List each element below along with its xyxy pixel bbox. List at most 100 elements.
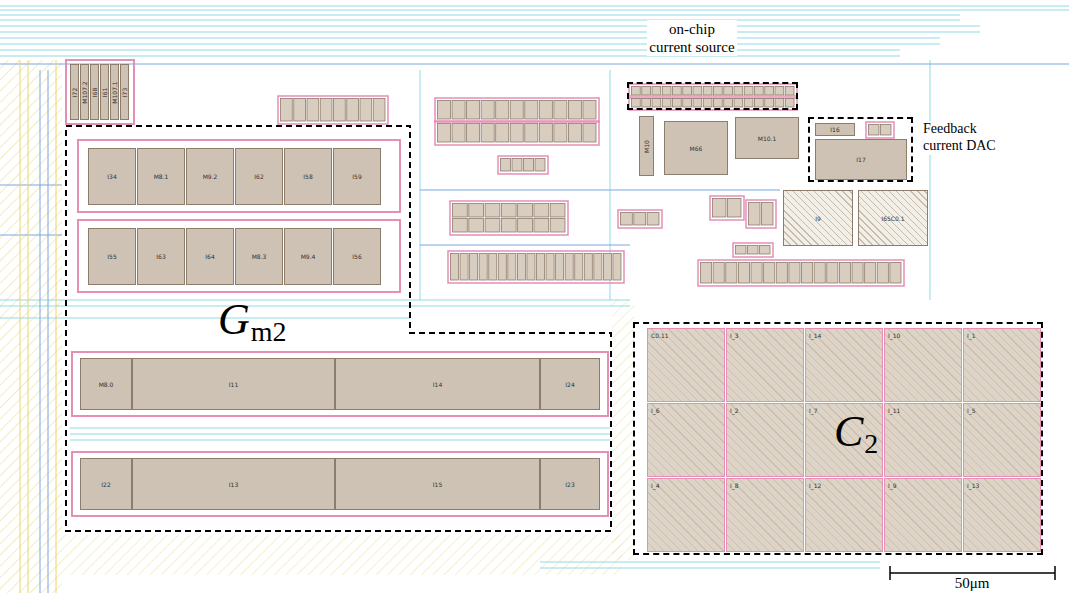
cell-label: I_6 bbox=[651, 407, 660, 414]
device-cell bbox=[469, 204, 484, 218]
device-cell bbox=[621, 213, 633, 226]
device-cell bbox=[512, 159, 522, 172]
device-cell bbox=[501, 219, 516, 233]
device-cell bbox=[452, 124, 465, 143]
device-cell bbox=[481, 101, 494, 120]
device-cell: I23 bbox=[540, 458, 600, 510]
device-cell bbox=[568, 124, 581, 143]
device-cell bbox=[775, 99, 784, 108]
device-cell bbox=[510, 124, 523, 143]
cell-label: I9 bbox=[815, 215, 821, 222]
device-cell bbox=[785, 99, 794, 108]
device-cell bbox=[775, 87, 784, 96]
dashed-block: on-chip current source bbox=[627, 82, 798, 110]
device-cell bbox=[583, 124, 596, 143]
cell-label: M107.1 bbox=[111, 81, 118, 103]
cell-label: I73 bbox=[121, 87, 128, 96]
device-cell: M9.4 bbox=[284, 228, 332, 285]
cell-label: M107.2 bbox=[81, 81, 88, 103]
device-cell bbox=[334, 99, 346, 122]
cell-label: I_2 bbox=[730, 407, 739, 414]
device-cell bbox=[452, 101, 465, 120]
device-cell: M8.1 bbox=[137, 148, 185, 205]
device-cell bbox=[724, 87, 733, 96]
cell-label: M9.2 bbox=[203, 173, 218, 180]
well-outline bbox=[733, 243, 773, 257]
cell-label: I16 bbox=[830, 126, 839, 133]
cell-label: M8.1 bbox=[154, 173, 169, 180]
cell-label: I_13 bbox=[967, 482, 979, 489]
device-cell bbox=[744, 99, 753, 108]
well-outline bbox=[746, 200, 776, 228]
cell-label: I55 bbox=[107, 253, 116, 260]
device-cell bbox=[373, 99, 385, 122]
device-cell: I_12 bbox=[805, 478, 883, 552]
device-cell bbox=[736, 246, 747, 255]
device-cell: M107.1 bbox=[110, 64, 119, 120]
cell-label: I_8 bbox=[730, 482, 739, 489]
device-cell bbox=[537, 254, 545, 281]
device-cell bbox=[642, 99, 651, 108]
device-cell: I11 bbox=[132, 358, 335, 410]
cell-label: I_12 bbox=[809, 482, 821, 489]
device-cell bbox=[789, 263, 800, 284]
device-cell bbox=[765, 99, 774, 108]
well-outline bbox=[448, 251, 624, 283]
device-cell bbox=[347, 99, 359, 122]
device-cell: M107.2 bbox=[80, 64, 89, 120]
device-cell: I_5 bbox=[963, 403, 1041, 477]
device-cell: I_1 bbox=[963, 328, 1041, 402]
device-cell bbox=[496, 101, 509, 120]
device-cell: I22 bbox=[80, 458, 132, 510]
device-cell: I_8 bbox=[726, 478, 804, 552]
device-cell bbox=[508, 254, 516, 281]
cell-label: I56 bbox=[352, 253, 361, 260]
device-cell: I64 bbox=[186, 228, 234, 285]
cell-label: I_10 bbox=[888, 332, 900, 339]
device-cell: M8.0 bbox=[80, 358, 132, 410]
device-cell bbox=[713, 263, 724, 284]
device-cell bbox=[714, 99, 723, 108]
device-cell bbox=[749, 203, 761, 226]
device-cell: I16 bbox=[815, 123, 855, 136]
cell-label: I17 bbox=[856, 156, 865, 163]
device-cell: I61 bbox=[100, 64, 109, 120]
region-name: m2 bbox=[251, 318, 287, 346]
device-cell bbox=[584, 254, 592, 281]
cell-label: I68 bbox=[91, 87, 98, 96]
device-cell: I63 bbox=[137, 228, 185, 285]
device-cell: I56 bbox=[333, 228, 381, 285]
device-cell bbox=[469, 219, 484, 233]
region-name: 2 bbox=[864, 430, 878, 458]
device-cell bbox=[662, 87, 671, 96]
well-outline bbox=[498, 156, 548, 174]
cell-label: M8.3 bbox=[252, 253, 267, 260]
device-cell bbox=[764, 263, 775, 284]
device-cell: I13 bbox=[132, 458, 335, 510]
well-outline bbox=[618, 210, 662, 228]
device-cell: I14 bbox=[335, 358, 540, 410]
device-cell bbox=[701, 263, 712, 284]
device-cell bbox=[281, 99, 293, 122]
device-cell: M10 bbox=[639, 116, 654, 176]
device-cell: I73 bbox=[120, 64, 129, 120]
device-cell bbox=[485, 204, 500, 218]
device-cell: M8.3 bbox=[235, 228, 283, 285]
device-cell bbox=[524, 159, 534, 172]
device-cell bbox=[877, 263, 888, 284]
device-cell bbox=[839, 263, 850, 284]
device-cell bbox=[652, 99, 661, 108]
device-cell bbox=[662, 99, 671, 108]
well-outline bbox=[435, 98, 599, 122]
device-cell bbox=[518, 219, 533, 233]
scale-label: 50μm bbox=[953, 575, 992, 591]
device-cell: I_4 bbox=[647, 478, 725, 552]
device-cell bbox=[827, 263, 838, 284]
poly-wires bbox=[20, 60, 56, 593]
circuit-region: C0.11I_3I_14I_10I_1I_6I_2I_7I_11I_5I_4I_… bbox=[633, 322, 1043, 555]
device-cell bbox=[683, 99, 692, 108]
device-cell bbox=[693, 99, 702, 108]
device-cell bbox=[453, 219, 468, 233]
cell-label: I14 bbox=[433, 381, 442, 388]
